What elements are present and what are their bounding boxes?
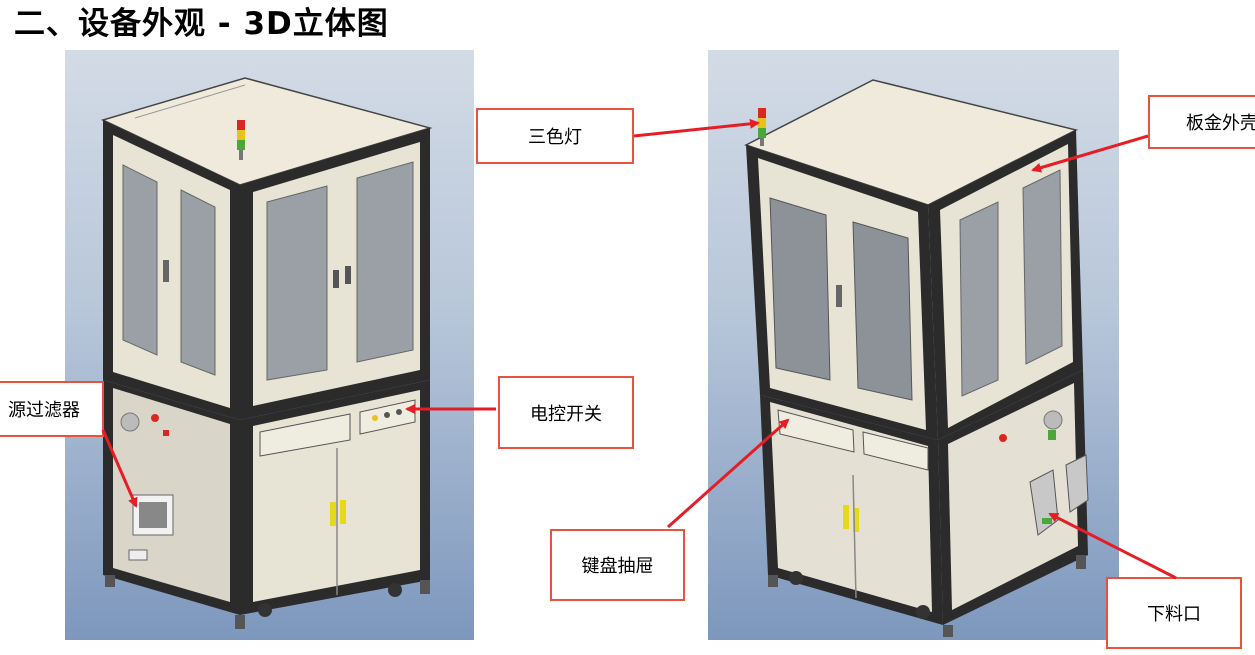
callout-tri-color-light: 三色灯: [476, 108, 634, 164]
callout-left-filter: 源过滤器: [0, 381, 104, 437]
callout-discharge-port: 下料口: [1106, 577, 1242, 649]
machine-rear-drawing: [744, 79, 1089, 637]
slide-title: 二、设备外观 - 3D立体图: [14, 6, 389, 42]
callout-sheet-metal-shell: 板金外壳: [1148, 95, 1255, 149]
callout-keyboard-drawer: 键盘抽屉: [550, 529, 685, 601]
machine-render-front-view: [65, 50, 474, 640]
machine-render-rear-view: [708, 50, 1119, 640]
callout-electric-switch: 电控开关: [498, 376, 634, 449]
machine-front-drawing: [100, 77, 433, 629]
